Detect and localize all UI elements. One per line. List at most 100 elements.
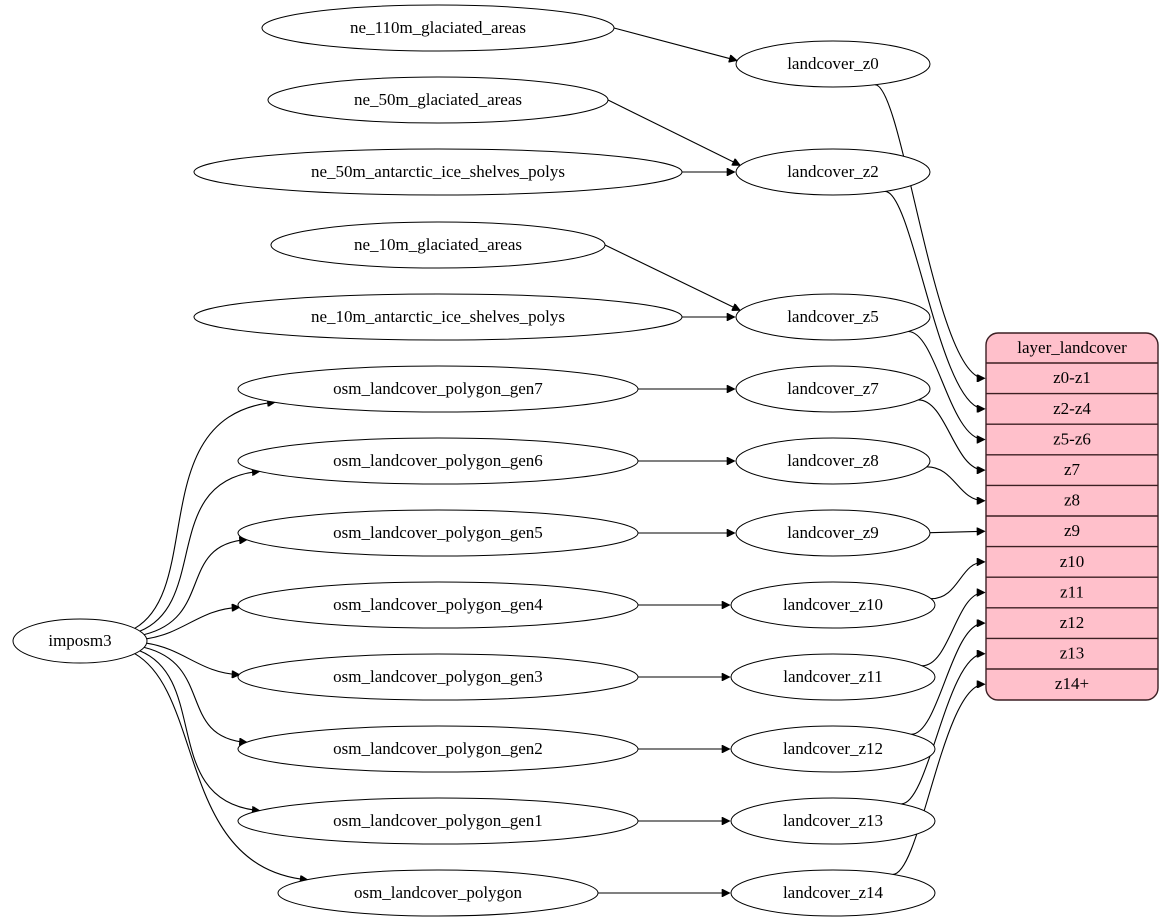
table-row-z11[interactable]: z11 bbox=[1060, 582, 1084, 601]
node-ellipse bbox=[237, 365, 639, 413]
node-label: osm_landcover_polygon_gen3 bbox=[333, 667, 543, 686]
node-ellipse bbox=[237, 437, 639, 485]
node-osm_landcover_polygon_gen3[interactable]: osm_landcover_polygon_gen3 bbox=[237, 653, 639, 701]
node-osm_landcover_polygon_gen7[interactable]: osm_landcover_polygon_gen7 bbox=[237, 365, 639, 413]
node-landcover_z14[interactable]: landcover_z14 bbox=[730, 869, 936, 917]
node-ne_50m_antarctic_ice_shelves_polys[interactable]: ne_50m_antarctic_ice_shelves_polys bbox=[193, 148, 683, 196]
table-row-z2-z4[interactable]: z2-z4 bbox=[1053, 399, 1091, 418]
edge-imposm3-to-osm_landcover_polygon_gen6 bbox=[139, 471, 259, 632]
node-label: landcover_z0 bbox=[787, 54, 879, 73]
node-osm_landcover_polygon_gen2[interactable]: osm_landcover_polygon_gen2 bbox=[237, 725, 639, 773]
node-landcover_z7[interactable]: landcover_z7 bbox=[735, 365, 931, 413]
node-ne_50m_glaciated_areas[interactable]: ne_50m_glaciated_areas bbox=[267, 76, 609, 124]
node-landcover_z12[interactable]: landcover_z12 bbox=[730, 725, 936, 773]
node-landcover_z9[interactable]: landcover_z9 bbox=[735, 509, 931, 557]
edge-ne_10m_glaciated_areas-to-landcover_z5 bbox=[604, 244, 740, 310]
node-ellipse bbox=[237, 725, 639, 773]
edge-imposm3-to-osm_landcover_polygon_gen3 bbox=[146, 642, 239, 675]
node-label: osm_landcover_polygon_gen1 bbox=[333, 811, 543, 830]
node-label: ne_10m_glaciated_areas bbox=[354, 235, 522, 254]
node-label: landcover_z11 bbox=[783, 667, 882, 686]
table-layer-landcover[interactable]: layer_landcover z0-z1 z2-z4 z5-z6 z7 z8 z9 z10 z… bbox=[985, 332, 1159, 701]
table-row-z0-z1[interactable]: z0-z1 bbox=[1053, 368, 1091, 387]
node-label: ne_50m_antarctic_ice_shelves_polys bbox=[311, 162, 565, 181]
node-ellipse bbox=[730, 725, 936, 773]
node-ellipse bbox=[12, 618, 148, 664]
node-ellipse bbox=[730, 797, 936, 845]
node-label: ne_10m_antarctic_ice_shelves_polys bbox=[311, 307, 565, 326]
node-label: osm_landcover_polygon_gen2 bbox=[333, 739, 543, 758]
node-label: landcover_z12 bbox=[783, 739, 883, 758]
node-ellipse bbox=[237, 653, 639, 701]
node-label: landcover_z13 bbox=[783, 811, 883, 830]
edge-landcover_z10-to-layer_landcover-z10 bbox=[931, 562, 984, 600]
edge-ne_110m_glaciated_areas-to-landcover_z0 bbox=[613, 27, 736, 60]
edge-landcover_z8-to-layer_landcover-z8 bbox=[926, 466, 984, 501]
node-label: landcover_z2 bbox=[787, 162, 879, 181]
node-ellipse bbox=[267, 76, 609, 124]
table-row-z14+[interactable]: z14+ bbox=[1055, 674, 1089, 693]
node-ellipse bbox=[193, 148, 683, 196]
node-osm_landcover_polygon_gen5[interactable]: osm_landcover_polygon_gen5 bbox=[237, 509, 639, 557]
node-osm_landcover_polygon_gen1[interactable]: osm_landcover_polygon_gen1 bbox=[237, 797, 639, 845]
edge-imposm3-to-osm_landcover_polygon bbox=[134, 653, 307, 880]
edge-landcover_z12-to-layer_landcover-z12 bbox=[911, 623, 984, 735]
node-osm_landcover_polygon_gen4[interactable]: osm_landcover_polygon_gen4 bbox=[237, 581, 639, 629]
node-ellipse bbox=[730, 869, 936, 917]
node-osm_landcover_polygon[interactable]: osm_landcover_polygon bbox=[277, 869, 599, 917]
node-landcover_z5[interactable]: landcover_z5 bbox=[735, 293, 931, 341]
edge-landcover_z11-to-layer_landcover-z11 bbox=[921, 593, 984, 667]
node-osm_landcover_polygon_gen6[interactable]: osm_landcover_polygon_gen6 bbox=[237, 437, 639, 485]
node-label: osm_landcover_polygon_gen5 bbox=[333, 523, 543, 542]
edge-landcover_z5-to-layer_landcover-z5-z6 bbox=[908, 330, 984, 440]
table-row-z12[interactable]: z12 bbox=[1060, 613, 1085, 632]
edge-imposm3-to-osm_landcover_polygon_gen5 bbox=[143, 540, 246, 636]
node-ellipse bbox=[237, 581, 639, 629]
node-landcover_z13[interactable]: landcover_z13 bbox=[730, 797, 936, 845]
edge-imposm3-to-osm_landcover_polygon_gen1 bbox=[139, 650, 259, 811]
node-ellipse bbox=[730, 581, 936, 629]
node-ne_10m_glaciated_areas[interactable]: ne_10m_glaciated_areas bbox=[270, 221, 606, 269]
node-landcover_z11[interactable]: landcover_z11 bbox=[730, 653, 936, 701]
table-row-z5-z6[interactable]: z5-z6 bbox=[1053, 429, 1091, 448]
node-landcover_z2[interactable]: landcover_z2 bbox=[735, 148, 931, 196]
table-row-z9[interactable]: z9 bbox=[1064, 521, 1080, 540]
node-imposm3[interactable]: imposm3 bbox=[12, 618, 148, 664]
node-label: osm_landcover_polygon_gen7 bbox=[333, 379, 543, 398]
node-ellipse bbox=[730, 653, 936, 701]
edge-landcover_z13-to-layer_landcover-z13 bbox=[901, 654, 984, 805]
edge-imposm3-to-osm_landcover_polygon_gen2 bbox=[143, 646, 246, 742]
node-ellipse bbox=[735, 148, 931, 196]
node-label: osm_landcover_polygon_gen4 bbox=[333, 595, 543, 614]
edge-imposm3-to-osm_landcover_polygon_gen4 bbox=[146, 607, 239, 640]
node-landcover_z10[interactable]: landcover_z10 bbox=[730, 581, 936, 629]
table-row-z13[interactable]: z13 bbox=[1060, 644, 1085, 663]
node-label: ne_110m_glaciated_areas bbox=[350, 18, 526, 37]
node-ellipse bbox=[735, 40, 931, 88]
node-label: landcover_z14 bbox=[783, 883, 884, 902]
node-label: landcover_z10 bbox=[783, 595, 883, 614]
node-ellipse bbox=[735, 437, 931, 485]
node-ne_110m_glaciated_areas[interactable]: ne_110m_glaciated_areas bbox=[261, 4, 615, 52]
node-label: landcover_z9 bbox=[787, 523, 879, 542]
nodes-layer: imposm3 ne_110m_glaciated_areas ne_50m_gla… bbox=[12, 4, 936, 917]
edges-layer bbox=[134, 27, 985, 893]
node-ellipse bbox=[277, 869, 599, 917]
table-row-z10[interactable]: z10 bbox=[1060, 552, 1085, 571]
edge-landcover_z2-to-layer_landcover-z2-z4 bbox=[884, 190, 984, 409]
edge-landcover_z7-to-layer_landcover-z7 bbox=[918, 399, 985, 470]
node-ellipse bbox=[735, 365, 931, 413]
node-ellipse bbox=[237, 797, 639, 845]
node-label: landcover_z5 bbox=[787, 307, 879, 326]
table-row-z7[interactable]: z7 bbox=[1064, 460, 1081, 479]
node-label: ne_50m_glaciated_areas bbox=[354, 90, 522, 109]
table-header-label: layer_landcover bbox=[1017, 338, 1127, 357]
table-row-dividers bbox=[986, 362, 1158, 670]
node-ellipse bbox=[237, 509, 639, 557]
table-row-z8[interactable]: z8 bbox=[1064, 491, 1080, 510]
node-ne_10m_antarctic_ice_shelves_polys[interactable]: ne_10m_antarctic_ice_shelves_polys bbox=[193, 293, 683, 341]
node-landcover_z8[interactable]: landcover_z8 bbox=[735, 437, 931, 485]
node-landcover_z0[interactable]: landcover_z0 bbox=[735, 40, 931, 88]
node-label: osm_landcover_polygon_gen6 bbox=[333, 451, 543, 470]
